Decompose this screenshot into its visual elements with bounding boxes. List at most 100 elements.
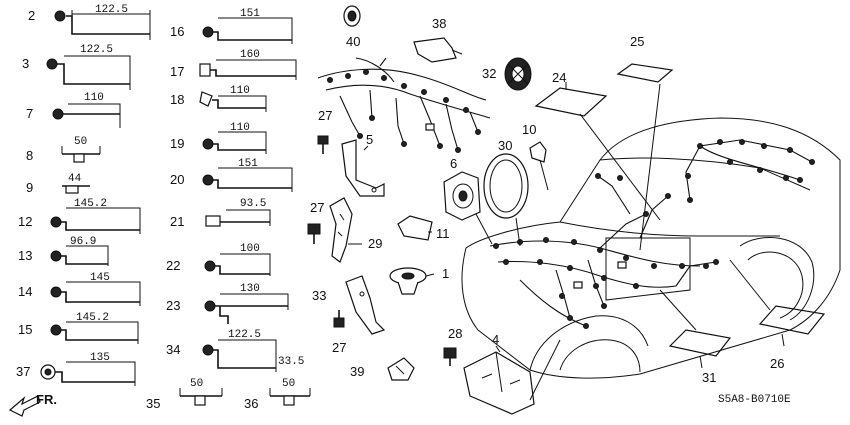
clip-20: 20 151 bbox=[170, 158, 293, 192]
clip-3-number: 3 bbox=[22, 56, 29, 71]
part-25: 25 bbox=[616, 34, 674, 83]
clip-15-dim: 145.2 bbox=[76, 312, 109, 324]
part-40: 40 bbox=[343, 5, 361, 49]
clip-37: 37 135 bbox=[16, 352, 136, 386]
leader-26 bbox=[729, 259, 771, 311]
part-5: 5 bbox=[341, 132, 385, 197]
part-10: 10 bbox=[522, 122, 547, 163]
leader-10 bbox=[539, 159, 549, 191]
clip-9-number: 9 bbox=[26, 180, 33, 195]
part-33-number: 33 bbox=[312, 288, 326, 303]
clip-15-number: 15 bbox=[18, 322, 32, 337]
part-39-number: 39 bbox=[350, 364, 364, 379]
clip-22: 22 100 bbox=[166, 243, 271, 276]
part-4: 4 bbox=[463, 332, 535, 415]
clip-18-dim: 110 bbox=[230, 85, 250, 97]
clip-17-dim: 160 bbox=[240, 49, 260, 61]
clip-16-number: 16 bbox=[170, 24, 184, 39]
clip-7: 7 110 bbox=[26, 92, 121, 128]
leader-6 bbox=[475, 213, 493, 245]
part-27-b-number: 27 bbox=[310, 200, 324, 215]
clip-35-dim: 50 bbox=[190, 378, 203, 390]
clip-8-number: 8 bbox=[26, 148, 33, 163]
clip-37-dim: 135 bbox=[90, 352, 110, 364]
part-38: 38 bbox=[413, 16, 463, 63]
part-27-a: 27 bbox=[317, 108, 332, 154]
clip-36: 36 50 bbox=[244, 378, 311, 411]
clip-9: 9 44 bbox=[26, 173, 90, 195]
clip-3: 3 122.5 bbox=[22, 44, 131, 90]
dash-harness bbox=[317, 57, 491, 153]
leader-31 bbox=[659, 289, 697, 331]
clip-2-number: 2 bbox=[28, 8, 35, 23]
clip-7-dim: 110 bbox=[84, 92, 104, 104]
part-27-c: 27 bbox=[332, 310, 346, 355]
clip-22-dim: 100 bbox=[240, 243, 260, 255]
part-28: 28 bbox=[443, 326, 462, 366]
part-26-number: 26 bbox=[770, 356, 784, 371]
clip-34: 34 122.5 33.5 bbox=[166, 329, 304, 372]
clip-21-number: 21 bbox=[170, 214, 184, 229]
clip-36-number: 36 bbox=[244, 396, 258, 411]
clip-12: 12 145.2 bbox=[18, 198, 141, 234]
front-label: FR. bbox=[36, 392, 57, 407]
part-29-number: 29 bbox=[368, 236, 382, 251]
part-25-number: 25 bbox=[630, 34, 644, 49]
part-38-number: 38 bbox=[432, 16, 446, 31]
part-27-c-number: 27 bbox=[332, 340, 346, 355]
part-27-b: 27 bbox=[307, 200, 324, 244]
clip-16: 16 151 bbox=[170, 8, 293, 44]
part-30: 30 bbox=[483, 138, 529, 219]
clip-17: 17 160 bbox=[170, 49, 297, 80]
clip-18: 18 110 bbox=[170, 85, 267, 112]
clip-12-dim: 145.2 bbox=[74, 198, 107, 210]
part-6-number: 6 bbox=[450, 156, 457, 171]
part-24: 24 bbox=[534, 70, 608, 117]
part-1-number: 1 bbox=[442, 266, 449, 281]
clip-34-dim2: 33.5 bbox=[278, 356, 304, 368]
part-26: 26 bbox=[758, 305, 826, 371]
clip-8: 8 50 bbox=[26, 136, 101, 163]
part-30-number: 30 bbox=[498, 138, 512, 153]
clip-37-number: 37 bbox=[16, 364, 30, 379]
part-11-number: 11 bbox=[436, 226, 450, 241]
leader-25 bbox=[639, 83, 661, 251]
clip-14-dim: 145 bbox=[90, 272, 110, 284]
leader-30 bbox=[515, 217, 521, 247]
clip-3-dim: 122.5 bbox=[80, 44, 113, 56]
part-10-number: 10 bbox=[522, 122, 536, 137]
front-arrow: FR. bbox=[8, 392, 57, 417]
clip-2-dim: 122.5 bbox=[95, 4, 128, 16]
part-1: 1 bbox=[389, 266, 449, 295]
clip-13-number: 13 bbox=[18, 248, 32, 263]
leader-4 bbox=[529, 339, 561, 401]
part-32: 32 bbox=[482, 57, 532, 91]
part-39: 39 bbox=[350, 357, 415, 381]
clip-23-dim: 130 bbox=[240, 283, 260, 295]
clip-18-number: 18 bbox=[170, 92, 184, 107]
part-31-number: 31 bbox=[702, 370, 716, 385]
clip-13: 13 96.9 bbox=[18, 236, 109, 266]
clip-2: 2 122.5 bbox=[28, 4, 151, 40]
clip-7-number: 7 bbox=[26, 106, 33, 121]
clip-22-number: 22 bbox=[166, 258, 180, 273]
part-31: 31 bbox=[668, 329, 732, 385]
part-24-number: 24 bbox=[552, 70, 566, 85]
clip-21-dim: 93.5 bbox=[240, 198, 266, 210]
diagram-code: S5A8-B0710E bbox=[718, 394, 791, 406]
clip-35: 35 50 bbox=[146, 378, 223, 411]
part-28-number: 28 bbox=[448, 326, 462, 341]
clip-23: 23 130 bbox=[166, 283, 289, 324]
part-32-number: 32 bbox=[482, 66, 496, 81]
clip-23-number: 23 bbox=[166, 298, 180, 313]
car-harness bbox=[489, 139, 815, 329]
clip-19-dim: 110 bbox=[230, 122, 250, 134]
part-5-number: 5 bbox=[366, 132, 373, 147]
clip-17-number: 17 bbox=[170, 64, 184, 79]
clip-9-dim: 44 bbox=[68, 173, 82, 185]
part-11: 11 bbox=[397, 215, 450, 241]
clip-34-dim: 122.5 bbox=[228, 329, 261, 341]
car-body bbox=[461, 117, 841, 379]
